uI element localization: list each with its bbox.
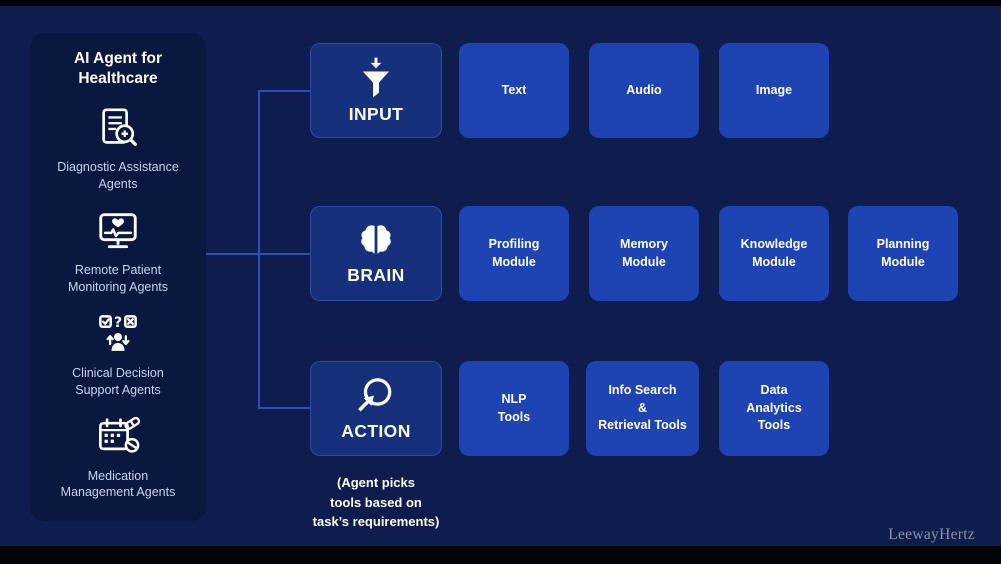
connector-brain-stub	[258, 253, 310, 255]
sidebar-item-remote-monitoring: Remote Patient Monitoring Agents	[68, 207, 168, 295]
category-label: INPUT	[348, 104, 404, 124]
leewayhertz-watermark: LeewayHertz	[888, 526, 975, 543]
tile-nlp-tools: NLP Tools	[459, 361, 569, 456]
sidebar-item-medication-management: Medication Management Agents	[60, 413, 176, 501]
brain-block: BRAIN	[310, 206, 442, 301]
funnel-icon	[356, 56, 396, 100]
tile-label: Audio	[626, 82, 662, 97]
tile-label: Planning Module	[876, 237, 930, 269]
action-block: ACTION	[310, 361, 442, 456]
tile-label: Knowledge Module	[740, 237, 808, 269]
sidebar-item-label: Clinical Decision Support Agents	[72, 366, 164, 397]
bottom-black-bar	[0, 546, 1001, 564]
tile-label: Text	[501, 82, 527, 97]
sidebar-item-label: Medication Management Agents	[60, 468, 176, 500]
action-caption: (Agent picks tools based on task’s requi…	[312, 475, 440, 529]
tile-label: NLP Tools	[497, 392, 531, 424]
tile-planning-module: Planning Module	[848, 206, 958, 301]
diagnostic-report-icon	[95, 104, 141, 152]
sidebar-item-diagnostic-assistance: Diagnostic Assistance Agents	[57, 104, 179, 192]
tile-profiling-module: Profiling Module	[459, 206, 569, 301]
svg-text:?: ?	[114, 315, 122, 331]
healthcare-agents-panel: AI Agent for Healthcare Diagnostic Assis…	[30, 33, 206, 521]
tile-data-analytics-tools: Data Analytics Tools	[719, 361, 829, 456]
tile-label: Profiling Module	[488, 237, 540, 269]
category-label: ACTION	[341, 421, 411, 441]
decision-support-icon: ?	[95, 310, 141, 358]
connector-sidebar-stub	[206, 253, 258, 255]
sidebar-item-clinical-decision: ? Clinical Decision Support Agents	[72, 310, 164, 398]
category-label: BRAIN	[347, 265, 405, 285]
tile-label: Data Analytics Tools	[746, 383, 802, 433]
brain-icon	[355, 221, 397, 261]
panel-title: AI Agent for Healthcare	[73, 50, 163, 88]
medication-calendar-icon	[95, 413, 141, 461]
tile-audio: Audio	[589, 43, 699, 138]
connector-action-stub	[258, 407, 310, 409]
tile-text: Text	[459, 43, 569, 138]
tile-label: Info Search & Retrieval Tools	[598, 383, 687, 433]
connector-vertical-line	[258, 90, 260, 409]
connector-input-stub	[258, 90, 310, 92]
tile-label: Image	[755, 82, 793, 97]
top-black-bar	[0, 0, 1001, 6]
input-block: INPUT	[310, 43, 442, 138]
sidebar-item-label: Remote Patient Monitoring Agents	[67, 263, 169, 294]
tile-image: Image	[719, 43, 829, 138]
patient-monitor-icon	[95, 207, 141, 255]
sidebar-item-label: Diagnostic Assistance Agents	[57, 160, 179, 191]
tile-knowledge-module: Knowledge Module	[719, 206, 829, 301]
tile-info-search-retrieval-tools: Info Search & Retrieval Tools	[586, 361, 699, 456]
cursor-swirl-icon	[355, 375, 397, 417]
tile-memory-module: Memory Module	[589, 206, 699, 301]
tile-label: Memory Module	[620, 237, 668, 269]
